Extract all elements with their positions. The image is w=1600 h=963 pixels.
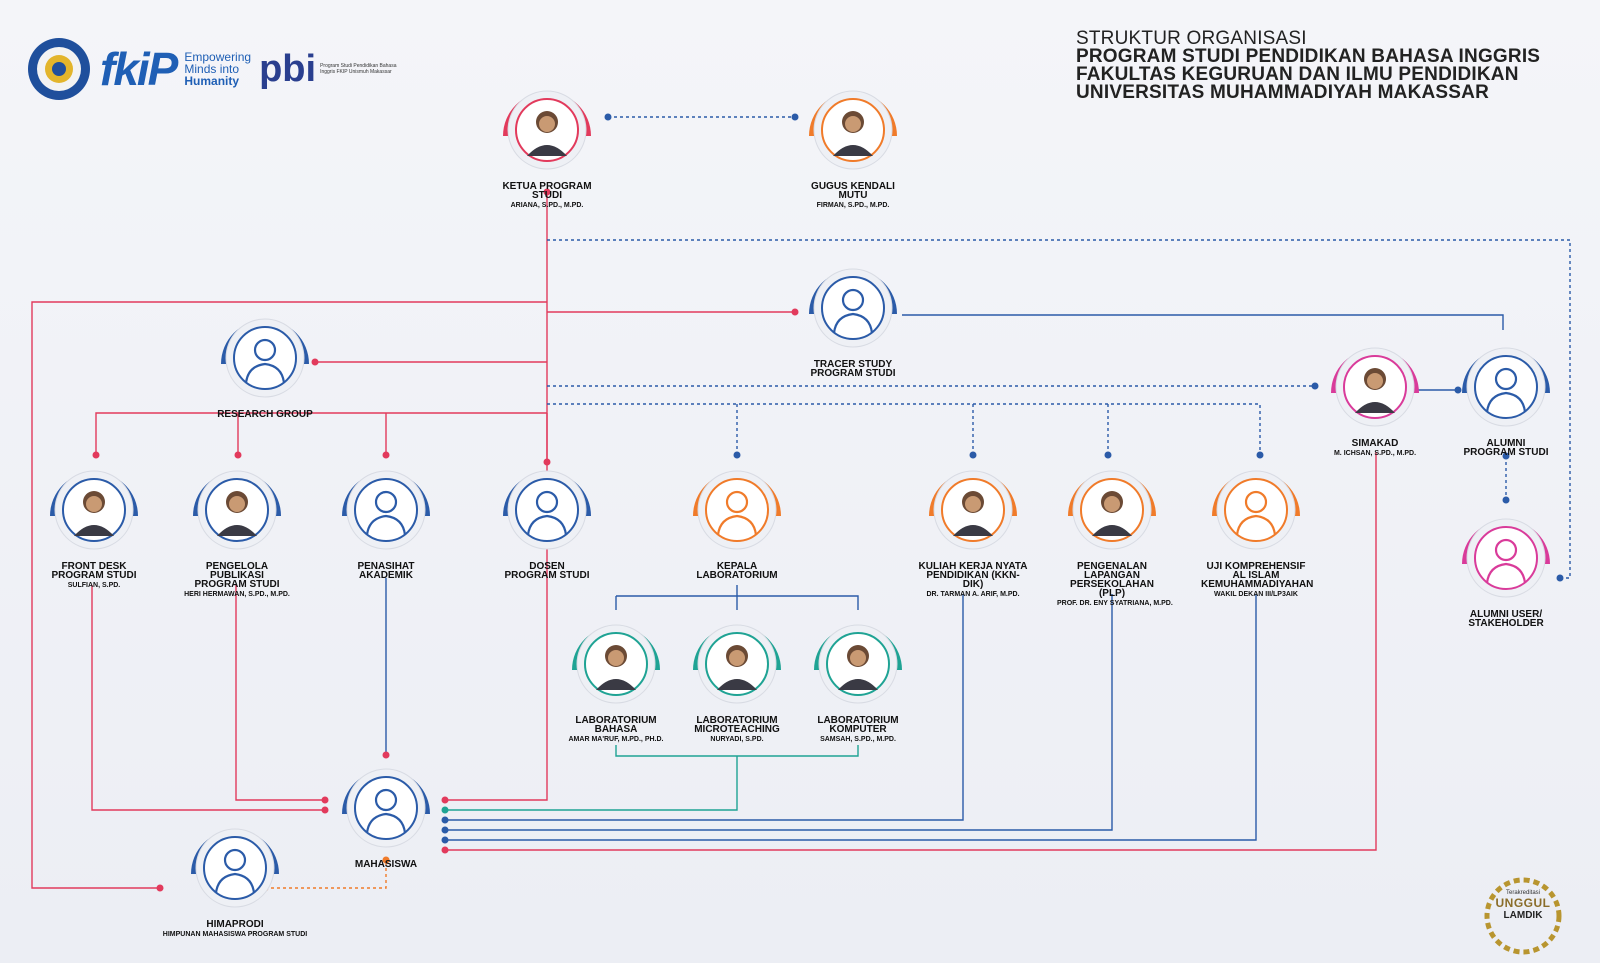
node-title: KETUA PROGRAM STUDI [502, 181, 592, 201]
node-person-name: SULFIAN, S.PD. [67, 582, 121, 589]
laurel-wreath-icon [1484, 877, 1562, 955]
node-title: PENGELOLA PUBLIKASI PROGRAM STUDI [194, 561, 280, 590]
person-icon [687, 458, 787, 558]
node-person-name: DR. TARMAN A. ARIF, M.PD. [926, 591, 1020, 598]
node-title: PENGENALAN LAPANGAN PERSEKOLAHAN (PLP) [1070, 561, 1154, 599]
header-logos: fkiP Empowering Minds into Humanity pbi … [26, 34, 400, 104]
person-icon [336, 756, 436, 856]
person-icon [803, 256, 903, 356]
node-penasihat-akademik: PENASIHAT AKADEMIK [331, 458, 441, 581]
person-photo [44, 458, 144, 558]
node-plp: PENGENALAN LAPANGAN PERSEKOLAHAN (PLP)PR… [1057, 458, 1173, 608]
node-person-name: HERI HERMAWAN, S.PD., M.PD. [184, 591, 290, 598]
person-photo [1325, 335, 1425, 435]
node-tracer-study: TRACER STUDY PROGRAM STUDI [798, 256, 908, 379]
empowering-logo: Empowering Minds into Humanity [184, 51, 251, 87]
node-person-name: FIRMAN, S.PD., M.PD. [816, 202, 890, 209]
title-line-4: UNIVERSITAS MUHAMMADIYAH MAKASSAR [1076, 82, 1490, 103]
person-photo [1062, 458, 1162, 558]
node-person-name: SAMSAH, S.PD., M.PD. [820, 736, 896, 743]
node-title: LABORATORIUM BAHASA [575, 715, 657, 735]
node-kepala-laboratorium: KEPALA LABORATORIUM [682, 458, 792, 581]
person-photo [497, 78, 597, 178]
page-title: STRUKTUR ORGANISASI PROGRAM STUDI PENDID… [1076, 28, 1586, 103]
node-title: TRACER STUDY PROGRAM STUDI [810, 359, 896, 379]
node-title: LABORATORIUM KOMPUTER [817, 715, 899, 735]
title-line-2: PROGRAM STUDI PENDIDIKAN BAHASA INGGRIS [1076, 46, 1541, 67]
node-person-name: WAKIL DEKAN III/LP3AIK [1214, 591, 1298, 598]
node-mahasiswa: MAHASISWA [331, 756, 441, 870]
person-photo [923, 458, 1023, 558]
node-kkn-dik: KULIAH KERJA NYATA PENDIDIKAN (KKN-DIK)D… [918, 458, 1028, 599]
person-photo [687, 612, 787, 712]
empowering-line-1: Empowering [184, 50, 252, 64]
node-title: ALUMNI USER/ STAKEHOLDER [1468, 609, 1544, 629]
node-title: UJI KOMPREHENSIF AL ISLAM KEMUHAMMADIYAH… [1201, 561, 1314, 590]
person-photo [187, 458, 287, 558]
empowering-line-3: Humanity [184, 74, 240, 88]
node-person-name: M. ICHSAN, S.PD., M.PD. [1333, 450, 1417, 457]
badge-line-2: UNGGUL [1495, 896, 1551, 910]
node-title: SIMAKAD [1351, 438, 1399, 449]
pbi-logo: pbi Program Studi Pendidikan Bahasa Ingg… [259, 48, 400, 91]
node-uji-komprehensif: UJI KOMPREHENSIF AL ISLAM KEMUHAMMADIYAH… [1201, 458, 1314, 599]
accreditation-badge: Terakreditasi UNGGUL LAMDIK [1482, 876, 1564, 956]
node-person-name: PROF. DR. ENY SYATRIANA, M.PD. [1057, 600, 1173, 607]
fkip-logo: fkiP [100, 43, 178, 95]
node-title: MAHASISWA [354, 859, 418, 870]
node-title: LABORATORIUM MICROTEACHING [694, 715, 780, 735]
node-title: KULIAH KERJA NYATA PENDIDIKAN (KKN-DIK) [918, 561, 1028, 590]
pbi-logo-mark: pbi [259, 47, 317, 90]
node-title: ALUMNI PROGRAM STUDI [1463, 438, 1549, 458]
node-person-name: NURYADI, S.PD. [710, 736, 764, 743]
person-icon [497, 458, 597, 558]
person-photo [808, 612, 908, 712]
node-person-name: HIMPUNAN MAHASISWA PROGRAM STUDI [162, 931, 308, 938]
pbi-logo-text: Program Studi Pendidikan Bahasa Inggris … [320, 63, 397, 75]
university-seal-icon [28, 38, 90, 100]
node-research-group: RESEARCH GROUP [210, 306, 320, 420]
badge-line-3: LAMDIK [1503, 910, 1543, 921]
node-title: GUGUS KENDALI MUTU [811, 181, 895, 201]
person-icon [185, 816, 285, 916]
node-person-name: AMAR MA'RUF, M.PD., PH.D. [568, 736, 664, 743]
node-title: HIMAPRODI [206, 919, 264, 930]
person-photo [803, 78, 903, 178]
title-line-3: FAKULTAS KEGURUAN DAN ILMU PENDIDIKAN [1076, 64, 1519, 85]
person-icon [336, 458, 436, 558]
badge-line-1: Terakreditasi [1505, 890, 1540, 896]
person-icon [215, 306, 315, 406]
person-icon [1456, 335, 1556, 435]
node-title: KEPALA LABORATORIUM [696, 561, 778, 581]
person-icon [1456, 506, 1556, 606]
node-title: RESEARCH GROUP [217, 409, 313, 420]
node-dosen-program-studi: DOSEN PROGRAM STUDI [492, 458, 602, 581]
person-icon [1206, 458, 1306, 558]
title-line-1: STRUKTUR ORGANISASI [1076, 28, 1307, 49]
node-title: FRONT DESK PROGRAM STUDI [51, 561, 137, 581]
empowering-line-2: Minds into [184, 62, 240, 76]
node-title: PENASIHAT AKADEMIK [357, 561, 415, 581]
node-alumni-program-studi: ALUMNI PROGRAM STUDI [1451, 335, 1561, 458]
node-person-name: ARIANA, S.PD., M.PD. [510, 202, 584, 209]
node-title: DOSEN PROGRAM STUDI [504, 561, 590, 581]
node-alumni-user-stakeholder: ALUMNI USER/ STAKEHOLDER [1451, 506, 1561, 629]
person-photo [566, 612, 666, 712]
